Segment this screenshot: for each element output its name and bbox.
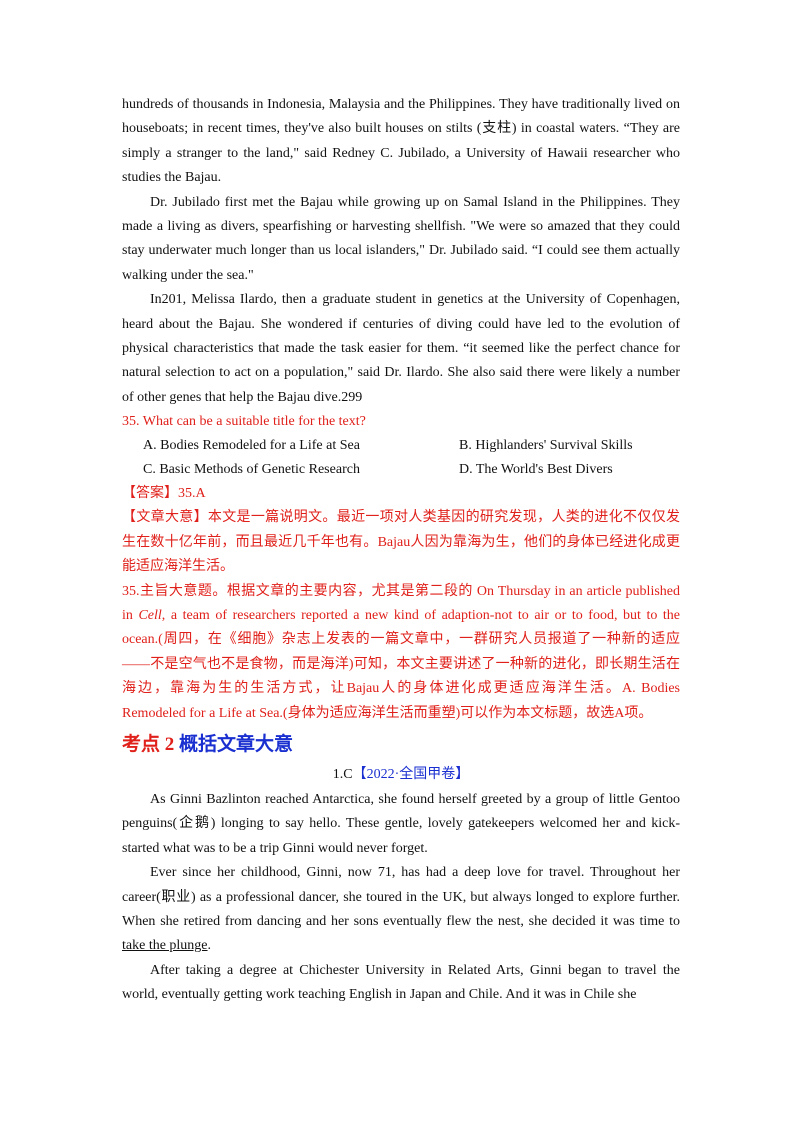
passage1-paragraph-2: Dr. Jubilado first met the Bajau while g… [122,194,680,283]
options-row-1: A. Bodies Remodeled for a Life at Sea B.… [122,434,680,458]
passage1-paragraph-1: hundreds of thousands in Indonesia, Mala… [122,97,680,186]
source-tag: 【2022·全国甲卷】 [352,766,470,782]
summary-label: 【文章大意】 [122,510,208,526]
section-heading-number: 考点 2 [122,733,180,755]
passage2-paragraph-1: As Ginni Bazlinton reached Antarctica, s… [122,791,680,856]
source-number: 1.C [332,766,353,782]
answer-label: 【答案】 [122,486,178,502]
answer-value: 35.A [178,486,206,502]
option-d: D. The World's Best Divers [459,462,613,478]
explanation-journal: Cell [138,607,162,623]
explanation-paragraph: 35.主旨大意题。根据文章的主要内容，尤其是第二段的 On Thursday i… [122,580,680,726]
passage2-paragraph-2-text: Ever since her childhood, Ginni, now 71,… [122,865,680,929]
passage2-paragraph-3: After taking a degree at Chichester Univ… [122,962,680,1003]
page-content: hundreds of thousands in Indonesia, Mala… [122,93,680,1008]
section-heading: 考点 2 概括文章大意 [122,730,680,760]
passage2-paragraph-2: Ever since her childhood, Ginni, now 71,… [122,861,680,959]
answer-line: 【答案】35.A [122,482,680,506]
section-heading-title: 概括文章大意 [179,733,294,755]
summary-paragraph: 【文章大意】本文是一篇说明文。最近一项对人类基因的研究发现，人类的进化不仅仅发生… [122,506,680,579]
passage1-paragraph-3: In201, Melissa Ilardo, then a graduate s… [122,292,680,405]
question-source: 1.C【2022·全国甲卷】 [122,762,680,788]
option-c: C. Basic Methods of Genetic Research [143,462,360,478]
passage2-paragraph-2-end: . [207,938,212,954]
underlined-phrase: take the plunge [122,938,208,954]
explanation-text-1: 35.主旨大意题。根据文章的主要内容，尤其是第二段的 On Thursday i… [122,583,680,623]
summary-text: 本文是一篇说明文。最近一项对人类基因的研究发现，人类的进化不仅仅发生在数十亿年前… [122,510,681,575]
question-stem: 35. What can be a suitable title for the… [122,414,366,430]
explanation-text-2: , a team of researchers reported a new k… [122,607,681,721]
options-row-2: C. Basic Methods of Genetic Research D. … [122,458,680,482]
option-b: B. Highlanders' Survival Skills [459,438,633,454]
option-a: A. Bodies Remodeled for a Life at Sea [143,438,360,454]
